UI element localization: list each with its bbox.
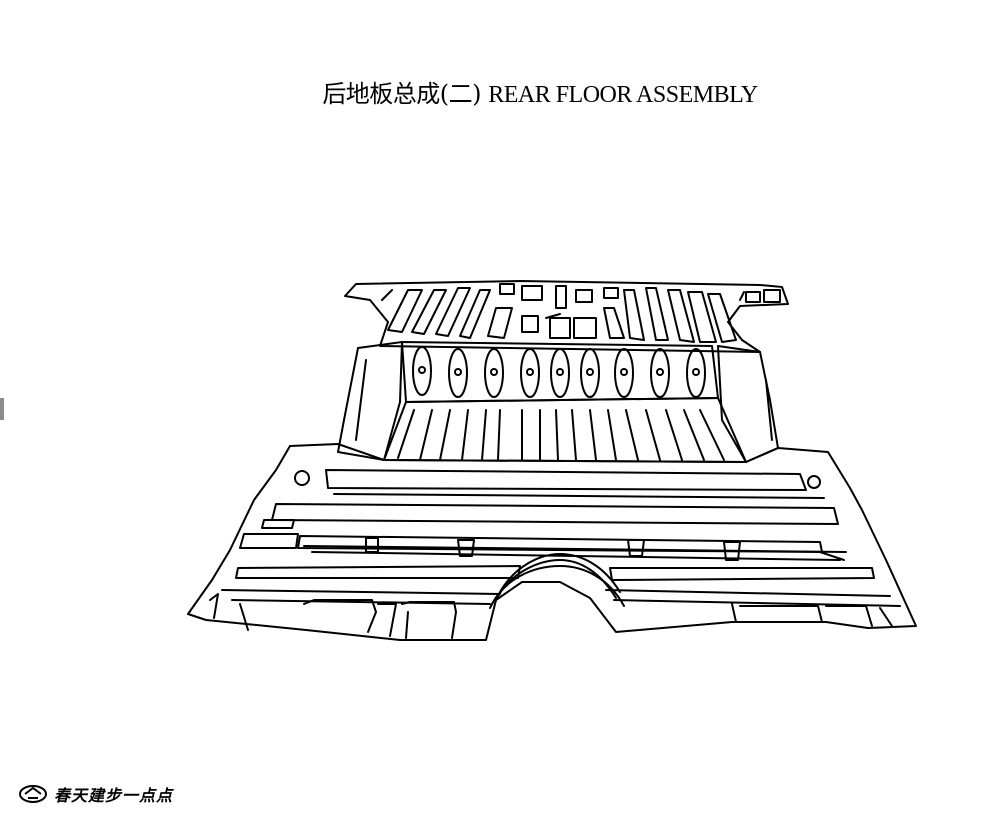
page-title-en: REAR FLOOR ASSEMBLY xyxy=(488,82,758,108)
floor-pan xyxy=(187,443,917,641)
page-title-cn: 后地板总成(二) xyxy=(322,80,482,108)
faw-logo-icon xyxy=(19,785,47,803)
flange-slots xyxy=(387,283,781,343)
brand-slogan: 春天建步一点点 xyxy=(54,786,174,805)
footer-brand: 春天建步一点点 xyxy=(18,780,173,808)
floor-ribs xyxy=(221,469,901,607)
rear-flange xyxy=(344,280,789,353)
rib-brackets xyxy=(365,537,845,561)
page-edge-marker xyxy=(0,398,4,420)
tunnel-hump xyxy=(489,553,625,609)
well-floor xyxy=(383,397,747,463)
front-panel xyxy=(209,593,893,639)
page-title: 后地板总成(二) REAR FLOOR ASSEMBLY xyxy=(0,74,1000,109)
